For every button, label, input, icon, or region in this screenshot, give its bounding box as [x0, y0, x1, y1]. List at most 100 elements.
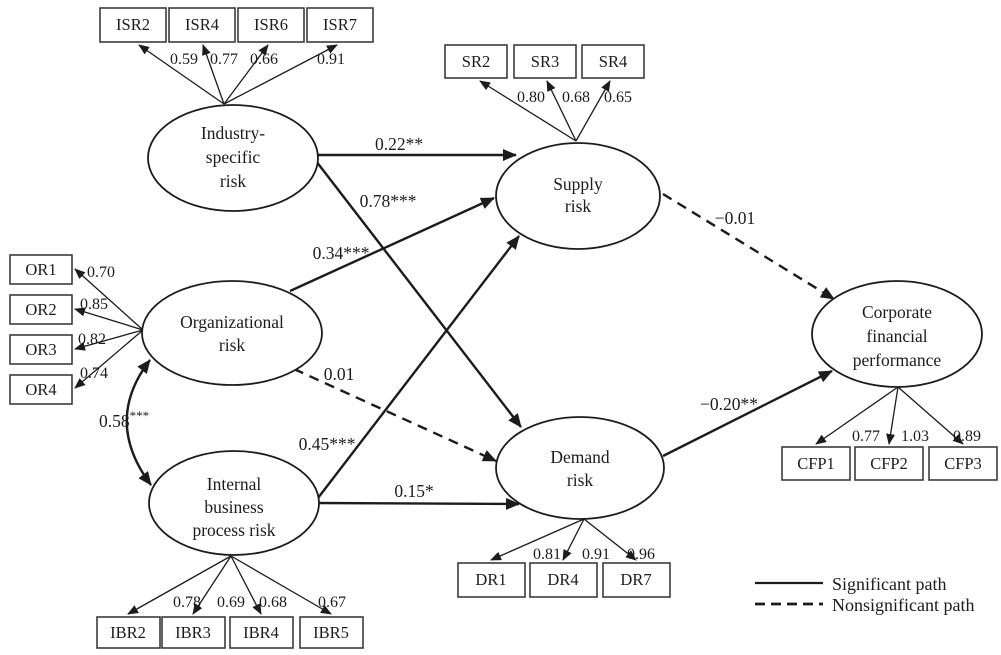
indicator-dr1: DR1	[457, 562, 526, 598]
organizational-risk-ellipse	[141, 280, 323, 386]
indicator-label-isr7: ISR7	[323, 15, 357, 34]
indicator-label-sr3: SR3	[531, 52, 559, 71]
loading-sr2: 0.80	[517, 89, 545, 106]
arrow-supply-to-sr4	[575, 80, 611, 142]
structural-paths	[125, 149, 835, 510]
latent-internal-business-process-risk: Internal business process risk	[148, 450, 320, 556]
path-demand-to-cfp	[662, 369, 833, 458]
arrow-industry-to-isr7	[223, 44, 338, 105]
path-organizational-to-demand-dashed	[293, 367, 497, 463]
indicator-or1: OR1	[9, 254, 73, 285]
indicator-box-isr7	[306, 7, 374, 43]
correlation-label: 0.58***	[99, 408, 149, 431]
indicator-sr2: SR2	[444, 44, 508, 79]
arrow-industry-to-isr4	[202, 44, 225, 105]
indicator-box-ibr2	[96, 616, 161, 649]
indicator-label-dr1: DR1	[475, 570, 506, 589]
indicator-label-cfp3: CFP3	[944, 454, 982, 473]
loading-ibr2: 0.78	[173, 594, 201, 611]
indicator-box-dr7	[602, 562, 671, 598]
arrow-internal-to-ibr2	[127, 555, 232, 615]
industry-label-line2: specific	[206, 147, 261, 167]
indicator-box-or4	[9, 374, 73, 405]
arrow-internal-to-ibr4	[230, 555, 262, 615]
loading-or2: 0.85	[80, 296, 108, 313]
loading-dr4: 0.91	[582, 546, 610, 563]
path-industry-to-demand	[315, 160, 522, 428]
coef-organizational-demand: 0.01	[324, 364, 355, 384]
indicator-box-sr2	[444, 44, 508, 79]
coef-internal-supply: 0.45***	[299, 434, 356, 454]
indicator-label-ibr2: IBR2	[110, 623, 146, 642]
latent-organizational-risk: Organizational risk	[141, 280, 323, 386]
indicator-label-or1: OR1	[25, 260, 56, 279]
indicator-label-or2: OR2	[25, 300, 56, 319]
cfp-label-line2: financial	[866, 326, 927, 346]
internal-label-line2: business	[204, 497, 264, 517]
latent-corporate-financial-performance: Corporate financial performance	[811, 280, 983, 388]
latent-industry-specific-risk: Industry- specific risk	[147, 104, 319, 212]
indicator-cfp3: CFP3	[928, 446, 998, 481]
indicator-dr4: DR4	[529, 562, 598, 598]
indicator-box-cfp2	[854, 446, 924, 481]
indicator-or4: OR4	[9, 374, 73, 405]
indicator-box-or2	[9, 294, 73, 325]
arrow-cfp-to-cfp1	[815, 386, 899, 445]
indicator-or2: OR2	[9, 294, 73, 325]
arrow-industry-to-isr6	[223, 44, 269, 105]
loading-ibr5: 0.67	[318, 594, 346, 611]
indicator-label-isr2: ISR2	[116, 15, 150, 34]
internal-label-line3: process risk	[192, 520, 275, 540]
loading-dr7: 0.96	[627, 546, 655, 563]
factor-loadings: 0.59 0.77 0.66 0.91 0.80 0.68 0.65 0.70 …	[78, 51, 981, 611]
organizational-label-line2: risk	[219, 335, 246, 355]
demand-label-line2: risk	[567, 470, 594, 490]
indicator-label-cfp2: CFP2	[870, 454, 908, 473]
loading-or4: 0.74	[80, 365, 108, 382]
indicator-isr2: ISR2	[99, 7, 167, 43]
coef-industry-supply: 0.22**	[375, 134, 423, 154]
loading-ibr3: 0.69	[217, 594, 245, 611]
indicator-label-dr4: DR4	[547, 570, 578, 589]
indicator-dr7: DR7	[602, 562, 671, 598]
path-organizational-to-supply	[289, 196, 495, 293]
coef-internal-demand: 0.15*	[394, 481, 433, 501]
correlation-stars: ***	[130, 408, 150, 423]
coef-supply-cfp: −0.01	[715, 208, 756, 228]
indicator-label-or4: OR4	[25, 380, 56, 399]
internal-label-line1: Internal	[207, 474, 262, 494]
arrow-supply-to-sr2	[479, 80, 577, 142]
path-internal-to-supply	[317, 235, 520, 499]
arrow-organizational-to-or1	[74, 268, 144, 331]
arrow-organizational-to-or3	[74, 329, 144, 351]
latent-demand-risk: Demand risk	[495, 416, 665, 520]
indicator-box-or1	[9, 254, 73, 285]
indicator-label-or3: OR3	[25, 340, 56, 359]
coef-demand-cfp: −0.20**	[700, 394, 758, 414]
indicator-isr7: ISR7	[306, 7, 374, 43]
indicator-sr4: SR4	[581, 44, 645, 79]
organizational-label-line1: Organizational	[180, 312, 284, 332]
industry-label-line1: Industry-	[201, 123, 265, 143]
indicator-label-isr4: ISR4	[185, 15, 219, 34]
indicator-label-sr2: SR2	[462, 52, 490, 71]
arrow-industry-to-isr2	[138, 44, 225, 105]
indicator-label-ibr3: IBR3	[175, 623, 211, 642]
indicator-label-ibr4: IBR4	[243, 623, 279, 642]
internal-risk-ellipse	[148, 450, 320, 556]
indicator-label-sr4: SR4	[599, 52, 627, 71]
indicator-box-cfp3	[928, 446, 998, 481]
loading-cfp1: 0.77	[852, 428, 880, 445]
supply-label-line2: risk	[565, 196, 592, 216]
coef-industry-demand: 0.78***	[360, 191, 417, 211]
loading-sr4: 0.65	[604, 89, 632, 106]
indicator-label-cfp1: CFP1	[797, 454, 835, 473]
indicator-box-sr4	[581, 44, 645, 79]
indicator-box-dr4	[529, 562, 598, 598]
indicator-box-or3	[9, 334, 73, 365]
arrow-cfp-to-cfp2	[886, 386, 899, 445]
cfp-ellipse	[811, 280, 983, 388]
indicator-cfp2: CFP2	[854, 446, 924, 481]
legend: Significant path Nonsignificant path	[755, 574, 974, 615]
